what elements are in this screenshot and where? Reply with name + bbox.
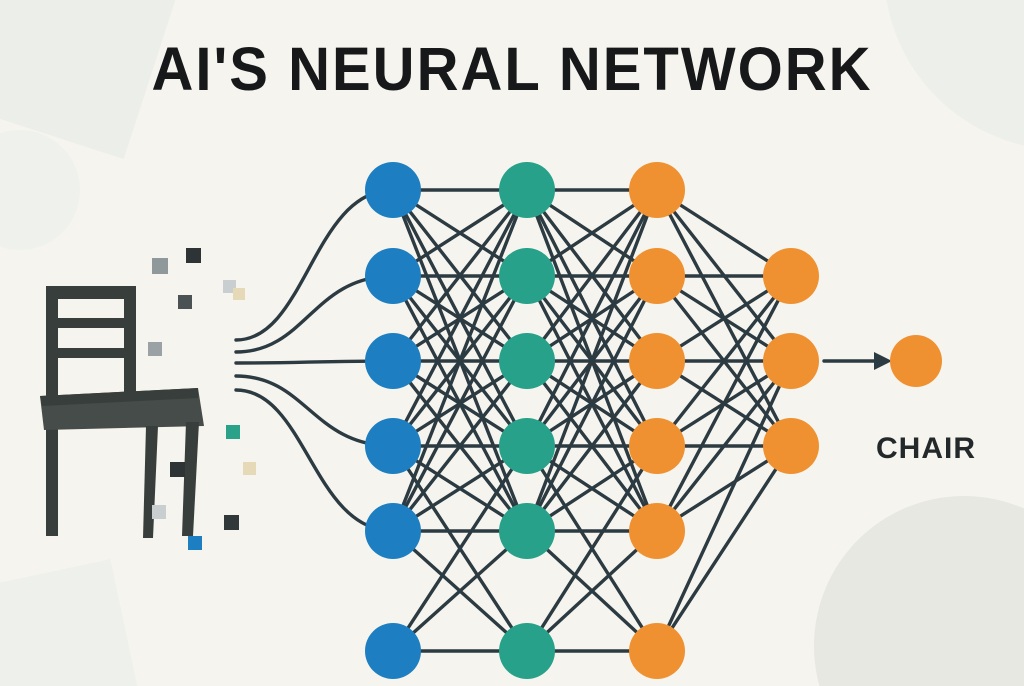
network-edge	[525, 274, 659, 533]
pixel-square	[152, 258, 168, 274]
network-node	[499, 162, 555, 218]
network-node	[629, 333, 685, 389]
network-node	[365, 248, 421, 304]
network-edge	[525, 359, 659, 533]
network-node	[499, 418, 555, 474]
network-edge	[391, 188, 529, 533]
network-node	[629, 248, 685, 304]
network-edge	[391, 188, 529, 363]
network-edge	[391, 188, 529, 448]
network-edge	[525, 529, 659, 653]
network-node	[763, 418, 819, 474]
pixel-square	[224, 515, 239, 530]
network-node	[629, 162, 685, 218]
network-node	[763, 333, 819, 389]
network-edge	[655, 444, 793, 653]
network-node	[499, 503, 555, 559]
output-node	[890, 335, 942, 387]
network-edge	[655, 274, 793, 533]
network-node	[629, 418, 685, 474]
pixel-square	[186, 248, 201, 263]
network-node	[365, 333, 421, 389]
pixel-square	[148, 342, 162, 356]
pixel-square	[233, 288, 245, 300]
pixel-square	[243, 462, 256, 475]
input-curve	[234, 188, 395, 342]
input-curve	[234, 388, 395, 533]
network-node	[499, 248, 555, 304]
network-edge	[525, 444, 659, 653]
network-node	[365, 162, 421, 218]
chair-illustration	[40, 286, 204, 538]
network-node	[499, 333, 555, 389]
pixel-square	[152, 505, 166, 519]
network-edge	[655, 274, 793, 448]
network-generated-layer	[148, 162, 942, 679]
output-arrowhead	[874, 352, 892, 370]
network-node	[365, 418, 421, 474]
network-edge	[525, 188, 659, 533]
network-node	[499, 623, 555, 679]
page-title: AI'S NEURAL NETWORK	[151, 35, 873, 104]
network-edge	[391, 444, 529, 653]
pixel-square	[223, 280, 236, 293]
network-edge	[391, 274, 529, 533]
network-edge	[391, 529, 529, 653]
network-node	[365, 503, 421, 559]
pixel-square	[178, 295, 192, 309]
pixel-square	[226, 425, 240, 439]
network-edge	[655, 359, 793, 653]
network-edge	[525, 188, 659, 448]
network-node	[629, 503, 685, 559]
network-node	[365, 623, 421, 679]
pixel-square	[188, 536, 202, 550]
network-edge	[525, 188, 659, 363]
network-node	[629, 623, 685, 679]
network-edge	[655, 359, 793, 533]
network-edge	[391, 359, 529, 533]
output-label: CHAIR	[876, 432, 976, 465]
pixel-square	[170, 462, 185, 477]
network-node	[763, 248, 819, 304]
